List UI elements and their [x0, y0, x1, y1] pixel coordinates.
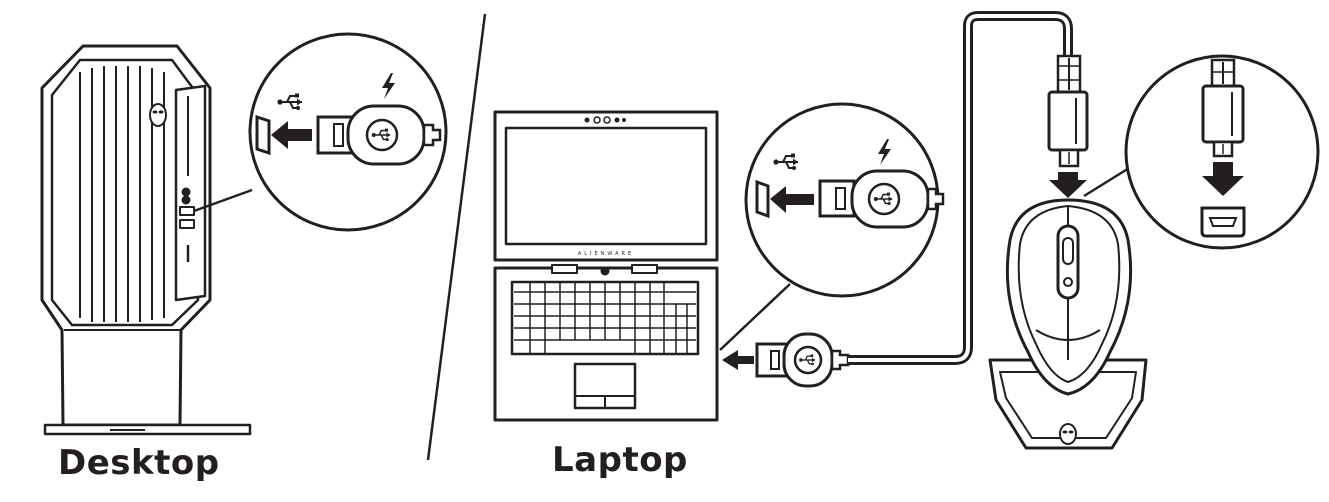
laptop-label: Laptop	[552, 440, 688, 480]
desktop-callout	[248, 32, 448, 232]
keyboard-keys	[514, 282, 696, 354]
alien-head-logo	[1059, 423, 1077, 445]
laptop-brand-label: ALIENWARE	[578, 251, 634, 257]
arrow-icon	[770, 186, 814, 213]
arrow-icon	[722, 350, 754, 370]
desktop-stand	[43, 423, 252, 436]
arrow-icon	[1049, 172, 1087, 198]
laptop-lid	[493, 110, 719, 262]
laptop-callout	[744, 102, 945, 298]
laptop-screen	[504, 126, 708, 246]
desktop-label: Desktop	[58, 443, 220, 483]
usb-port-socket	[755, 179, 770, 219]
alien-head-logo	[149, 103, 167, 127]
arrow-icon	[1202, 162, 1244, 196]
desktop-tower	[40, 44, 252, 436]
mouse-callout	[1124, 54, 1320, 250]
laptop: ALIENWARE	[493, 110, 719, 422]
desktop-front-panel	[174, 84, 207, 302]
laptop-callout-leader	[719, 283, 791, 351]
arrow-icon	[271, 121, 312, 149]
laptop-usb-plug	[722, 332, 850, 388]
desktop-callout-leader	[193, 188, 253, 213]
section-divider	[426, 13, 487, 461]
usb-port-socket	[255, 114, 271, 156]
micro-usb-plug	[1201, 58, 1245, 158]
gaming-mouse	[988, 198, 1148, 450]
micro-usb-plug	[1047, 54, 1089, 168]
